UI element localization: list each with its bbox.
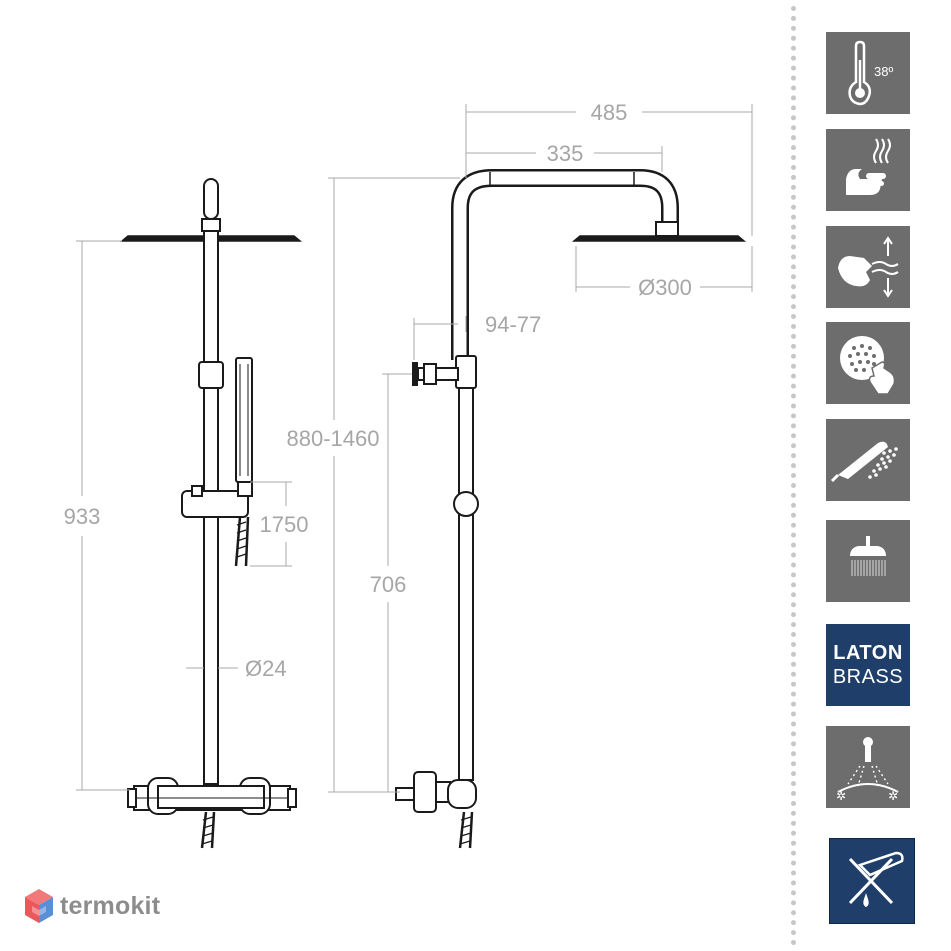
dim-width-total: 485 (591, 100, 628, 125)
thermometer-icon: 38º (826, 32, 910, 114)
front-view (119, 178, 303, 849)
side-wall-bracket (412, 362, 459, 386)
dotted-divider (791, 6, 796, 946)
front-upper-clamp (198, 361, 224, 389)
diverter-shower-icon: ✲ ✲ (826, 726, 910, 808)
brass-badge-line1: LATON (833, 642, 903, 664)
temperature-label: 38º (874, 64, 893, 79)
brass-material-badge: LATON BRASS (826, 624, 910, 706)
front-hose (234, 516, 250, 567)
side-mixer (395, 771, 477, 813)
dim-arm-length: 335 (547, 141, 584, 166)
front-hand-shower (235, 357, 253, 483)
side-view (395, 169, 747, 849)
side-riser (458, 359, 474, 781)
easy-clean-hand-icon (826, 226, 910, 308)
svg-text:✲: ✲ (836, 789, 846, 803)
brand-logo: termokit (24, 888, 160, 924)
dim-height-range: 880-1460 (287, 426, 380, 451)
technical-drawing: 485 335 Ø300 94-77 880-1460 706 933 1750… (64, 100, 753, 849)
dim-tube-diameter: Ø24 (245, 656, 287, 681)
front-thermostatic-mixer (127, 777, 297, 815)
hot-touch-hand-icon (826, 129, 910, 211)
front-top-knob (203, 178, 219, 220)
front-holder (181, 490, 249, 518)
dim-bracket-offset: 94-77 (485, 312, 541, 337)
anti-limescale-nozzle-icon (826, 322, 910, 404)
dim-rain-diameter: Ø300 (638, 275, 692, 300)
no-bleach-cleaning-icon (829, 838, 915, 924)
dim-column-height: 933 (64, 504, 101, 529)
brand-logo-icon (25, 889, 53, 923)
brass-badge-line2: BRASS (832, 666, 904, 688)
brand-name: termokit (60, 891, 161, 920)
svg-text:✲: ✲ (888, 789, 898, 803)
rain-shower-head-icon (826, 520, 910, 602)
dim-hose-length: 1750 (260, 512, 309, 537)
side-slider-ring (453, 491, 479, 517)
dimension-lines (76, 104, 753, 793)
side-rain-head (571, 235, 747, 242)
hand-shower-spray-icon (826, 419, 910, 501)
dim-slider-height: 706 (370, 572, 407, 597)
